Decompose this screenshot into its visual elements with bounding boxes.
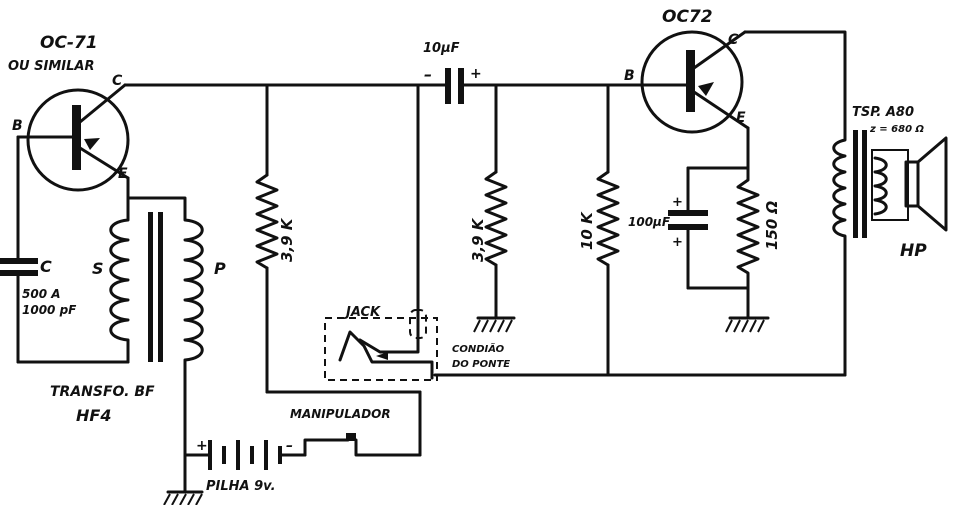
coupling-cap-minus: – bbox=[424, 65, 432, 84]
transformer-p-label: P bbox=[214, 259, 226, 278]
r1-label: 3,9 K bbox=[278, 217, 296, 262]
battery-label: PILHA 9v. bbox=[206, 479, 276, 494]
r4-label: 150 Ω bbox=[763, 200, 781, 250]
output-transformer bbox=[832, 128, 909, 377]
transformer-s-label: S bbox=[92, 259, 104, 278]
coupling-cap-plus: + bbox=[470, 66, 482, 82]
q1-collector-pin: C bbox=[112, 73, 123, 89]
output-transformer-impedance: z = 680 Ω bbox=[869, 124, 925, 135]
speaker-icon bbox=[904, 136, 948, 232]
emitter-cap-plus: + bbox=[672, 235, 683, 250]
ground-r2 bbox=[473, 316, 516, 333]
output-transformer-label: TSP. A80 bbox=[852, 105, 914, 120]
q1-note-label: OU SIMILAR bbox=[8, 59, 94, 74]
transformer-model-label: HF4 bbox=[76, 406, 111, 425]
bridge-label-1: CONDIÃO bbox=[452, 342, 505, 355]
resistor-r3 bbox=[596, 170, 620, 267]
capacitor-c bbox=[0, 258, 38, 276]
emitter-cap-plus-top: + bbox=[672, 195, 683, 210]
q2-collector-pin: C bbox=[728, 32, 739, 48]
key-label: MANIPULADOR bbox=[290, 407, 391, 421]
jack-label: JACK bbox=[343, 305, 381, 320]
r2-label: 3,9 K bbox=[469, 217, 487, 262]
q1-base-pin: B bbox=[12, 118, 23, 134]
q2-base-pin: B bbox=[624, 68, 635, 84]
q2-emitter-pin: E bbox=[736, 110, 746, 126]
transformer-name-label: TRANSFO. BF bbox=[50, 384, 155, 400]
cap-c-value2: 1000 pF bbox=[22, 303, 77, 317]
emitter-capacitor bbox=[668, 210, 708, 230]
resistor-r1 bbox=[255, 173, 279, 270]
transformer-hf4 bbox=[109, 176, 204, 442]
coupling-capacitor bbox=[445, 68, 464, 104]
bridge-label-2: DO PONTE bbox=[452, 359, 510, 370]
coupling-cap-label: 10µF bbox=[423, 41, 460, 56]
morse-key bbox=[303, 433, 422, 457]
battery-plus: + bbox=[196, 438, 208, 454]
wire-q2-collector bbox=[743, 30, 847, 132]
battery-minus: – bbox=[286, 438, 293, 454]
cap-c-label: C bbox=[40, 257, 52, 276]
transistor-q1 bbox=[16, 83, 130, 192]
resistor-r4 bbox=[736, 166, 760, 320]
q1-emitter-pin: E bbox=[118, 166, 128, 182]
q1-type-label: OC-71 bbox=[40, 33, 98, 53]
transistor-q2 bbox=[638, 30, 750, 134]
r3-label: 10 K bbox=[578, 211, 596, 250]
q2-type-label: OC72 bbox=[662, 7, 713, 27]
cap-c-value1: 500 A bbox=[22, 287, 61, 301]
jack bbox=[324, 309, 438, 381]
emitter-cap-label: 100µF bbox=[628, 215, 671, 229]
ground-r4 bbox=[725, 316, 770, 333]
speaker-label: HP bbox=[900, 241, 927, 261]
battery bbox=[163, 438, 307, 505]
resistor-r2 bbox=[484, 170, 508, 267]
